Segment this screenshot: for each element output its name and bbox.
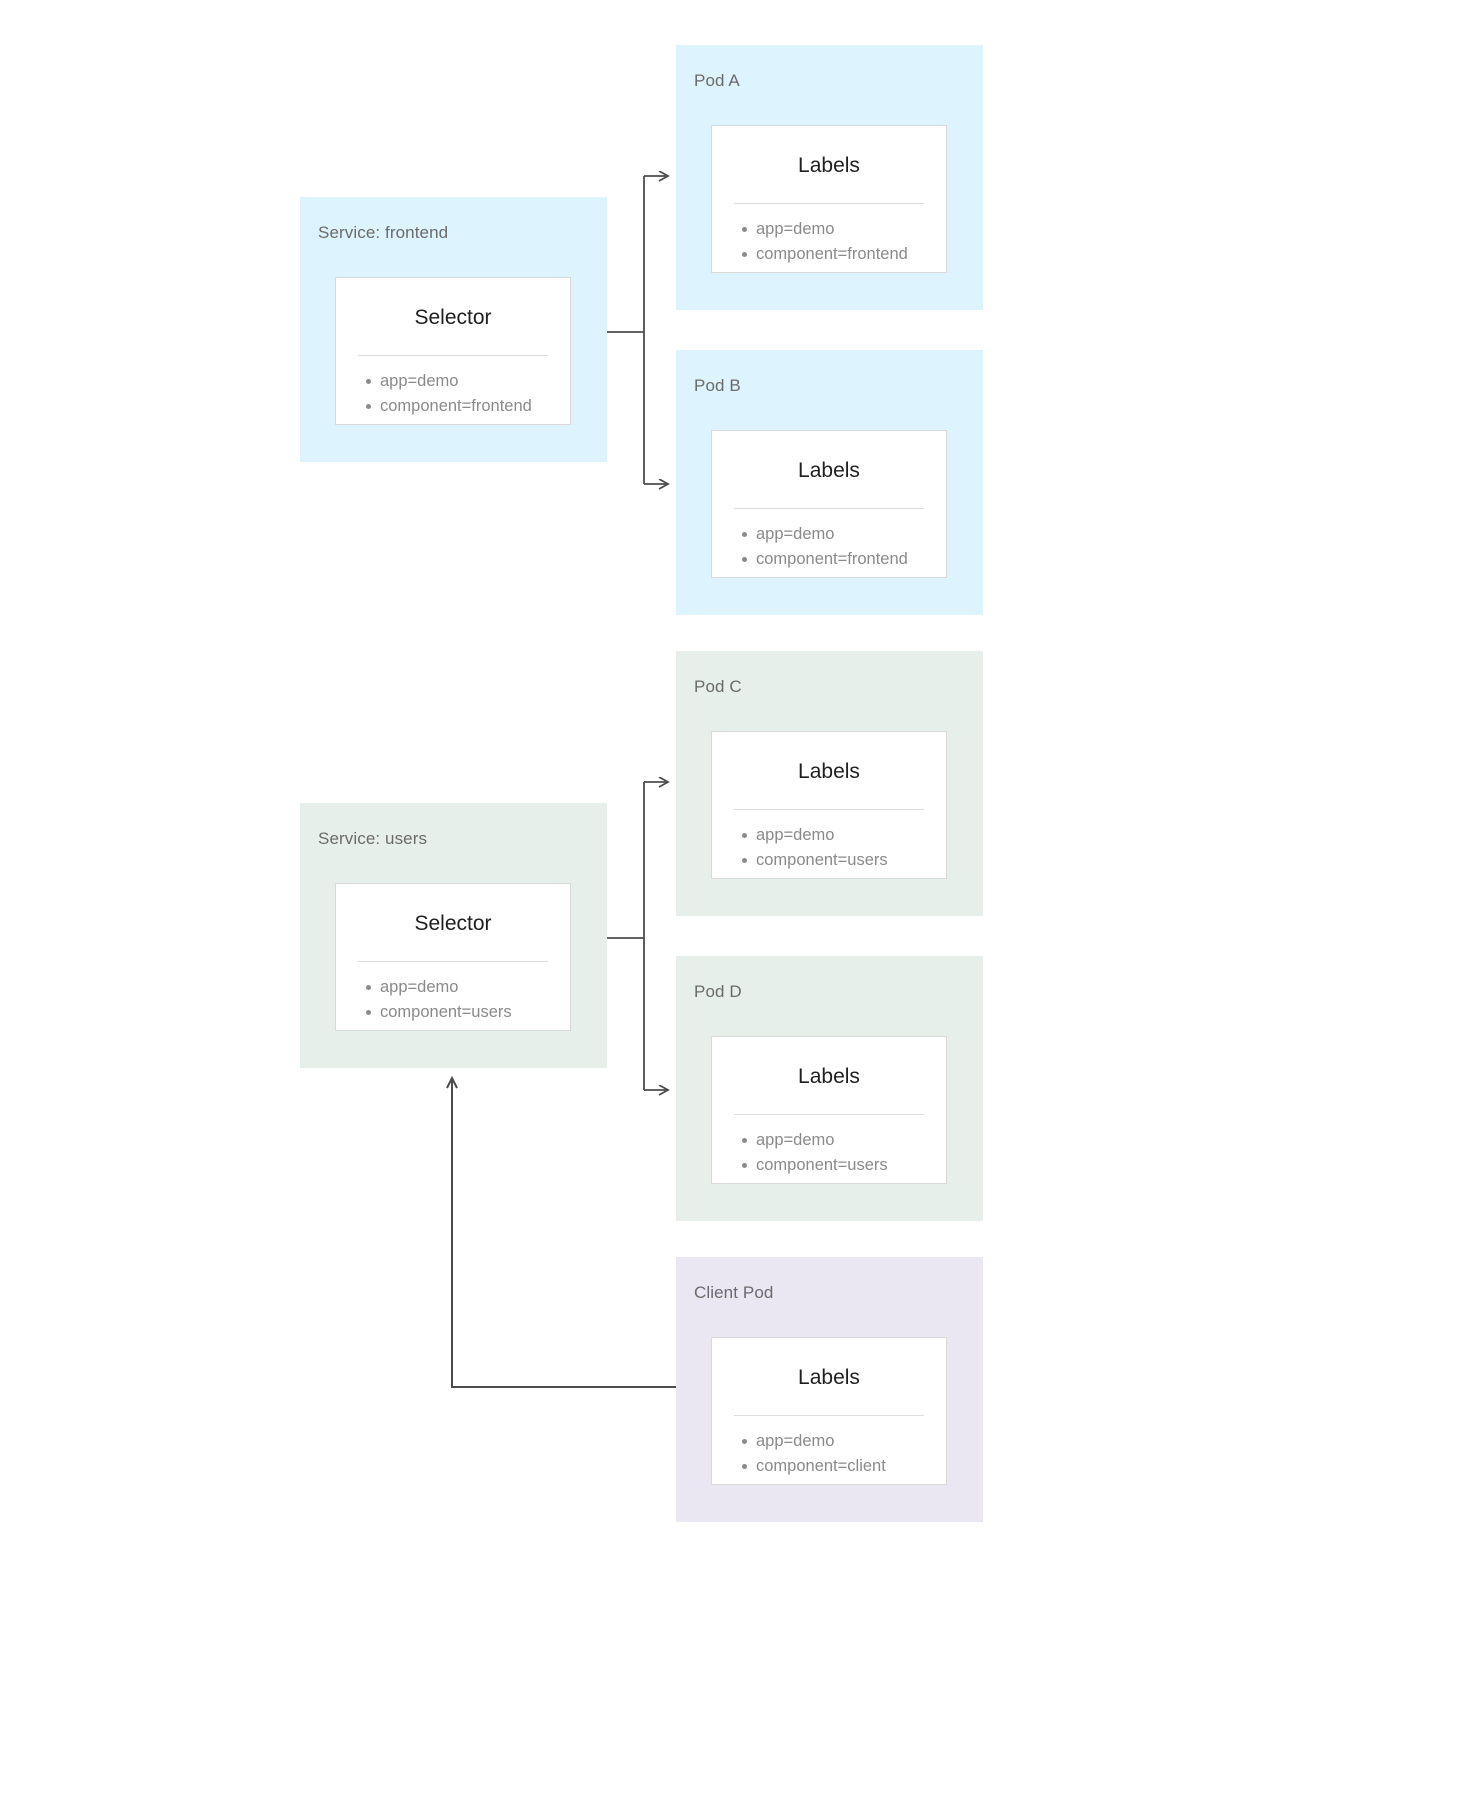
card-divider <box>734 508 924 510</box>
selector-label-list: app=demo component=users <box>336 962 570 1025</box>
pod-b-group[interactable]: Pod B Labels app=demo component=frontend <box>676 350 983 615</box>
client-pod-labels-card[interactable]: Labels app=demo component=client <box>711 1337 947 1485</box>
pod-d-title: Pod D <box>694 982 742 1001</box>
connector-users-fanout <box>607 782 668 1090</box>
service-frontend-group[interactable]: Service: frontend Selector app=demo comp… <box>300 197 607 462</box>
pod-d-group[interactable]: Pod D Labels app=demo component=users <box>676 956 983 1221</box>
client-pod-label-list: app=demo component=client <box>712 1416 946 1479</box>
selector-card-title: Selector <box>414 306 492 329</box>
card-divider <box>734 1114 924 1116</box>
pod-c-labels-card[interactable]: Labels app=demo component=users <box>711 731 947 879</box>
service-users-group[interactable]: Service: users Selector app=demo compone… <box>300 803 607 1068</box>
selector-label-list: app=demo component=frontend <box>336 356 570 419</box>
pod-b-label-list: app=demo component=frontend <box>712 509 946 572</box>
list-item: component=client <box>742 1454 946 1479</box>
labels-card-title: Labels <box>798 154 860 177</box>
card-divider <box>734 203 924 205</box>
card-divider <box>734 809 924 811</box>
client-pod-group[interactable]: Client Pod Labels app=demo component=cli… <box>676 1257 983 1522</box>
labels-card-title: Labels <box>798 459 860 482</box>
list-item: app=demo <box>742 217 946 242</box>
service-users-selector-card[interactable]: Selector app=demo component=users <box>335 883 571 1031</box>
list-item: component=users <box>742 848 946 873</box>
labels-card-title: Labels <box>798 1065 860 1088</box>
client-pod-title: Client Pod <box>694 1283 774 1302</box>
pod-a-labels-card[interactable]: Labels app=demo component=frontend <box>711 125 947 273</box>
list-item: app=demo <box>366 975 570 1000</box>
list-item: component=frontend <box>366 394 570 419</box>
service-users-title: Service: users <box>318 829 428 848</box>
list-item: app=demo <box>742 522 946 547</box>
connector-client-to-users <box>446 1075 676 1388</box>
pod-c-group[interactable]: Pod C Labels app=demo component=users <box>676 651 983 916</box>
pod-a-group[interactable]: Pod A Labels app=demo component=frontend <box>676 45 983 310</box>
selector-card-title: Selector <box>414 912 492 935</box>
card-divider <box>734 1415 924 1417</box>
list-item: component=users <box>366 1000 570 1025</box>
pod-b-labels-card[interactable]: Labels app=demo component=frontend <box>711 430 947 578</box>
connector-frontend-fanout <box>607 176 668 484</box>
service-frontend-selector-card[interactable]: Selector app=demo component=frontend <box>335 277 571 425</box>
pod-a-title: Pod A <box>694 71 740 90</box>
service-frontend-title: Service: frontend <box>318 223 449 242</box>
list-item: app=demo <box>366 369 570 394</box>
labels-card-title: Labels <box>798 1366 860 1389</box>
pod-c-label-list: app=demo component=users <box>712 810 946 873</box>
card-divider <box>358 355 548 357</box>
list-item: app=demo <box>742 1128 946 1153</box>
pod-d-label-list: app=demo component=users <box>712 1115 946 1178</box>
list-item: component=frontend <box>742 547 946 572</box>
list-item: app=demo <box>742 823 946 848</box>
pod-c-title: Pod C <box>694 677 742 696</box>
pod-b-title: Pod B <box>694 376 741 395</box>
list-item: component=users <box>742 1153 946 1178</box>
list-item: app=demo <box>742 1429 946 1454</box>
labels-card-title: Labels <box>798 760 860 783</box>
list-item: component=frontend <box>742 242 946 267</box>
card-divider <box>358 961 548 963</box>
pod-d-labels-card[interactable]: Labels app=demo component=users <box>711 1036 947 1184</box>
pod-a-label-list: app=demo component=frontend <box>712 204 946 267</box>
